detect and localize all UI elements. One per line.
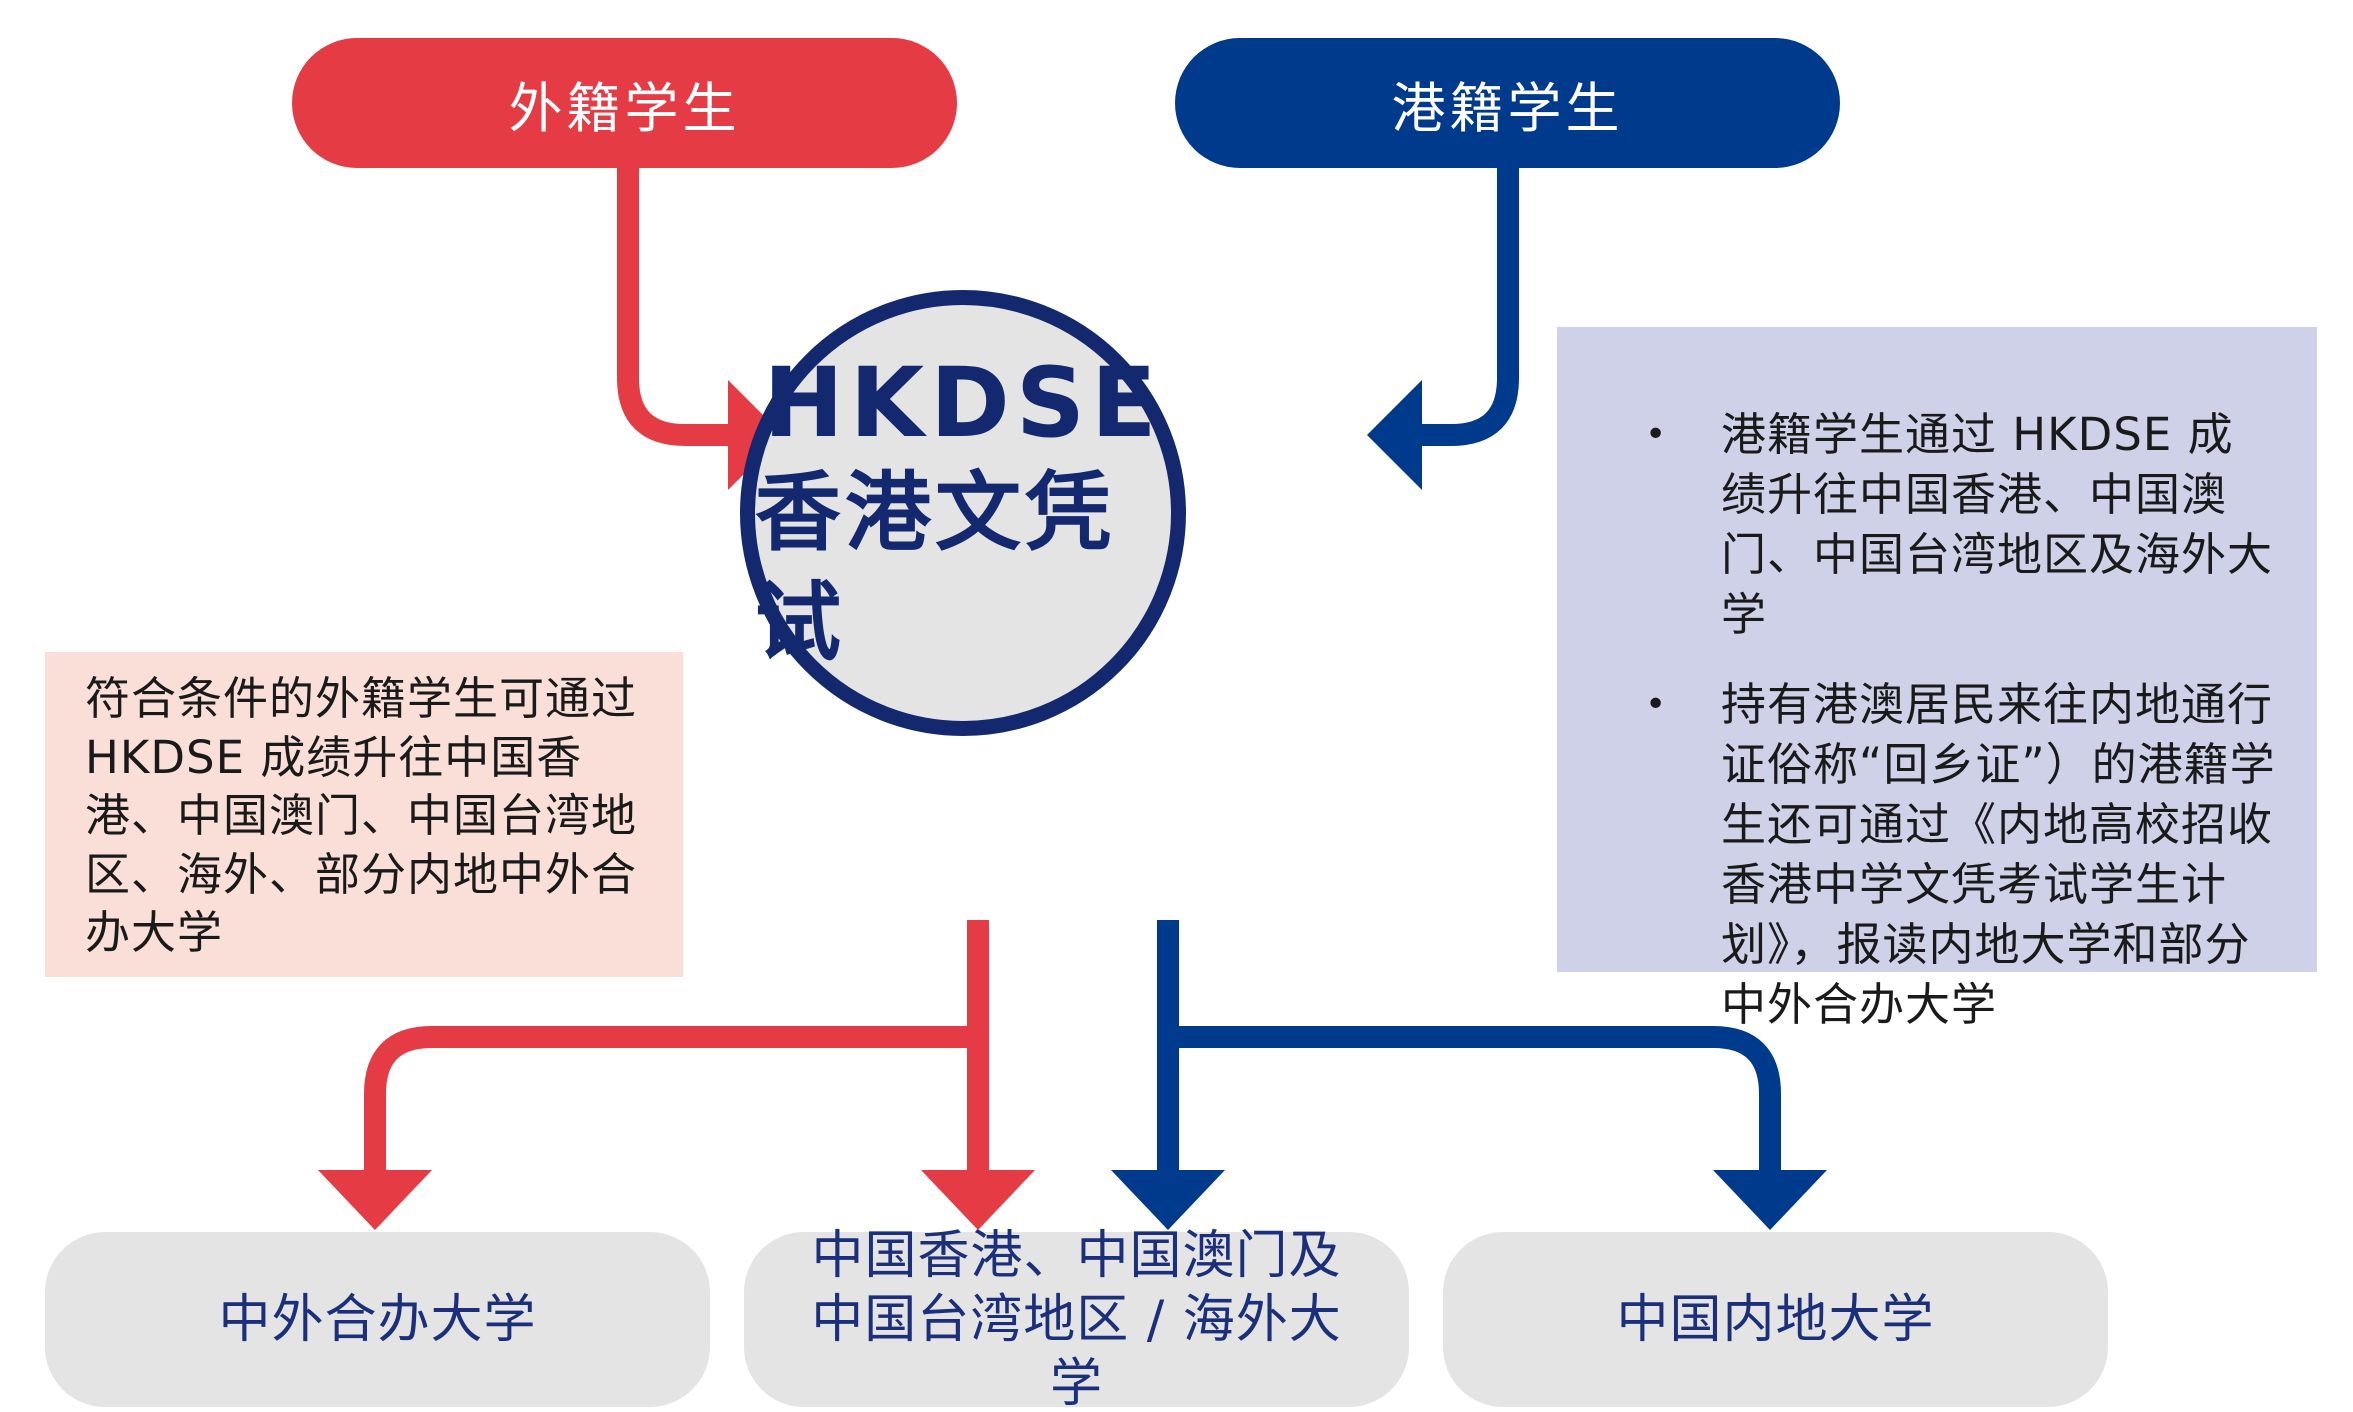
hkdse-center-node: HKDSE 香港文凭试 [740,290,1186,736]
hk-students-note: • 港籍学生通过 HKDSE 成绩升往中国香港、中国澳门、中国台湾地区及海外大学… [1557,327,2317,1031]
foreign-students-note: 符合条件的外籍学生可通过 HKDSE 成绩升往中国香港、中国澳门、中国台湾地区、… [45,652,683,977]
destination-mainland: 中国内地大学 [1443,1232,2108,1407]
hkdse-title-zh: 香港文凭试 [755,463,1115,673]
arrowhead-hkdse-to-hk-overseas-red [921,1170,1035,1230]
arrowhead-hkdse-to-hk-overseas-navy [1111,1170,1225,1230]
destination-sino-foreign: 中外合办大学 [45,1232,710,1407]
foreign-students-note-text: 符合条件的外籍学生可通过 HKDSE 成绩升往中国香港、中国澳门、中国台湾地区、… [85,672,638,959]
arrow-hkdse-to-sino-foreign [364,920,989,1180]
arrowhead-hkdse-to-mainland [1713,1170,1827,1230]
bullet-dot: • [1645,684,1668,725]
arrow-foreign-to-hkdse [617,168,735,446]
foreign-students-pill: 外籍学生 [292,38,957,168]
arrow-hkdse-to-mainland [1168,1026,1781,1180]
hk-students-note-item-text: 持有港澳居民来往内地通行证俗称“回乡证”）的港籍学生还可通过《内地高校招收香港中… [1721,678,2276,1031]
destination-mainland-label: 中国内地大学 [1616,1289,1935,1350]
hkdse-title-en: HKDSE [763,347,1163,459]
hk-students-note-item-text: 港籍学生通过 HKDSE 成绩升往中国香港、中国澳门、中国台湾地区及海外大学 [1721,408,2274,641]
bullet-dot: • [1645,414,1668,455]
arrow-hk-to-hkdse [1415,168,1519,446]
hk-students-label: 港籍学生 [1391,76,1624,140]
destination-sino-foreign-label: 中外合办大学 [218,1289,537,1350]
hk-students-note-item: • 持有港澳居民来往内地通行证俗称“回乡证”）的港籍学生还可通过《内地高校招收香… [1597,675,2277,1035]
destination-hk-macao-taiwan-overseas-label: 中国香港、中国澳门及中国台湾地区 / 海外大学 [811,1225,1342,1412]
hk-students-note-list: • 港籍学生通过 HKDSE 成绩升往中国香港、中国澳门、中国台湾地区及海外大学… [1597,405,2277,1035]
hk-students-pill: 港籍学生 [1175,38,1840,168]
arrowhead-hkdse-to-sino-foreign [318,1170,432,1230]
foreign-students-label: 外籍学生 [508,76,741,140]
destination-hk-macao-taiwan-overseas: 中国香港、中国澳门及中国台湾地区 / 海外大学 [744,1226,1409,1412]
hk-students-note-item: • 港籍学生通过 HKDSE 成绩升往中国香港、中国澳门、中国台湾地区及海外大学 [1597,405,2277,645]
arrowhead-hk-to-hkdse [1367,380,1422,490]
